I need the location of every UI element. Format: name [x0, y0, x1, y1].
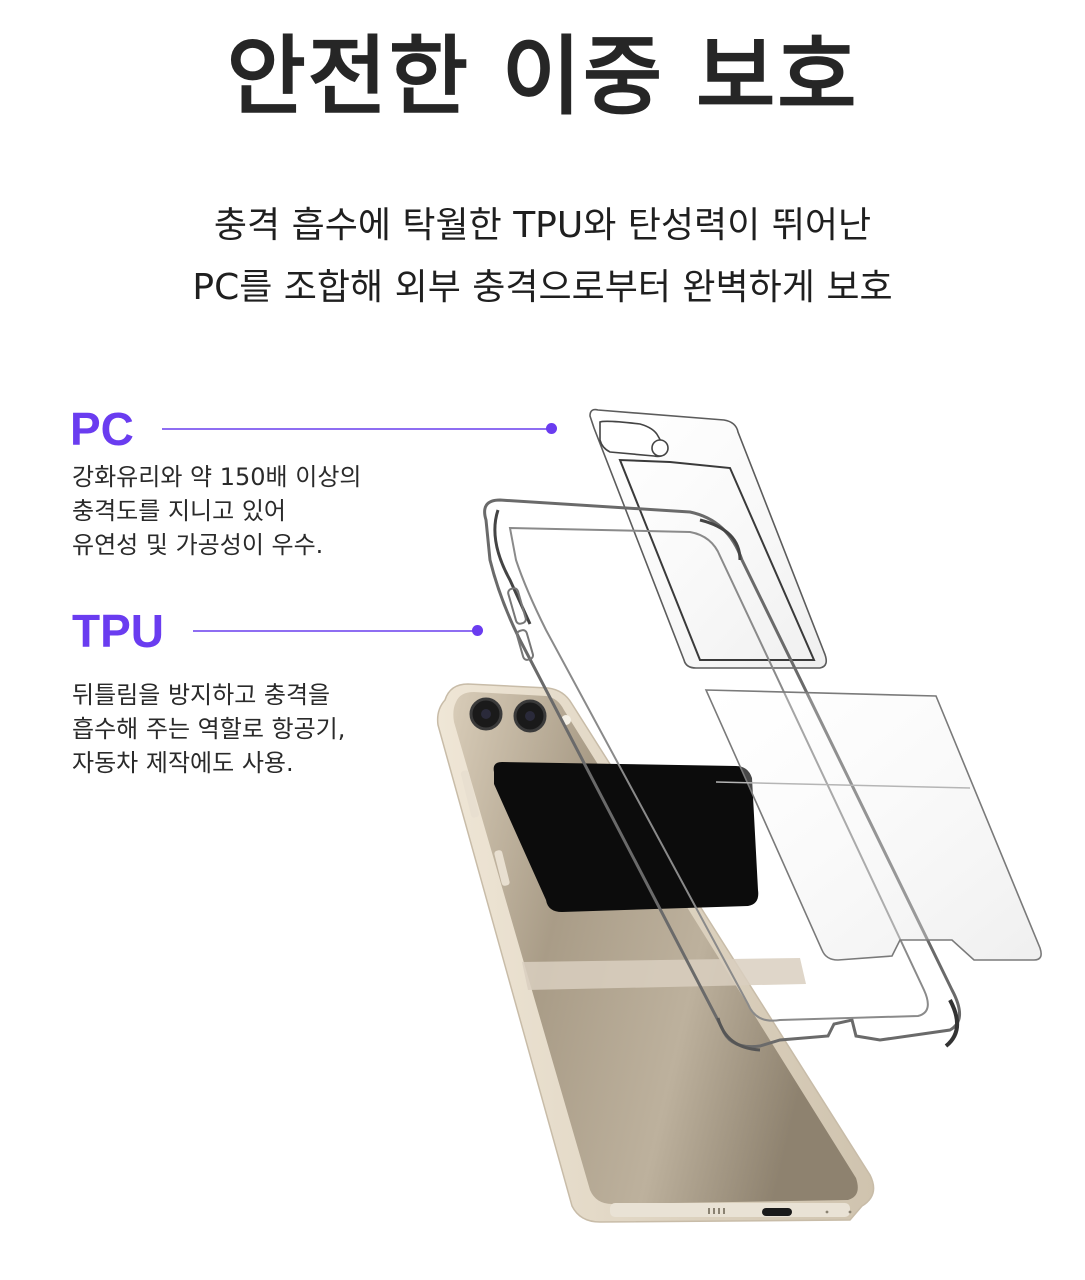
feature-tpu-leader-line [193, 630, 476, 632]
feature-pc-description: 강화유리와 약 150배 이상의 충격도를 지니고 있어 유연성 및 가공성이 … [72, 460, 362, 562]
pc-top-cover [589, 408, 828, 669]
feature-pc-dot [546, 423, 557, 434]
page-subtitle: 충격 흡수에 탁월한 TPU와 탄성력이 뛰어난 PC를 조합해 외부 충격으로… [0, 195, 1085, 319]
feature-pc-desc-line: 충격도를 지니고 있어 [72, 497, 286, 525]
feature-pc-leader-line [162, 428, 552, 430]
feature-tpu-dot [472, 625, 483, 636]
subtitle-line-2: PC를 조합해 외부 충격으로부터 완벽하게 보호 [192, 267, 893, 308]
feature-pc-label: PC [70, 403, 134, 455]
phone-device [436, 683, 875, 1223]
subtitle-line-1: 충격 흡수에 탁월한 TPU와 탄성력이 뛰어난 [213, 205, 872, 246]
feature-pc-desc-line: 강화유리와 약 150배 이상의 [72, 463, 362, 491]
feature-tpu-desc-line: 자동차 제작에도 사용. [72, 749, 294, 777]
feature-tpu-label: TPU [72, 605, 164, 657]
tpu-frame [483, 498, 961, 1052]
feature-tpu-desc-line: 흡수해 주는 역할로 항공기, [72, 715, 346, 743]
pc-bottom-cover [704, 689, 1042, 961]
feature-pc-desc-line: 유연성 및 가공성이 우수. [72, 531, 324, 559]
feature-tpu-description: 뒤틀림을 방지하고 충격을 흡수해 주는 역할로 항공기, 자동차 제작에도 사… [72, 678, 345, 780]
feature-tpu-desc-line: 뒤틀림을 방지하고 충격을 [72, 681, 331, 709]
page-title: 안전한 이중 보호 [226, 27, 859, 127]
